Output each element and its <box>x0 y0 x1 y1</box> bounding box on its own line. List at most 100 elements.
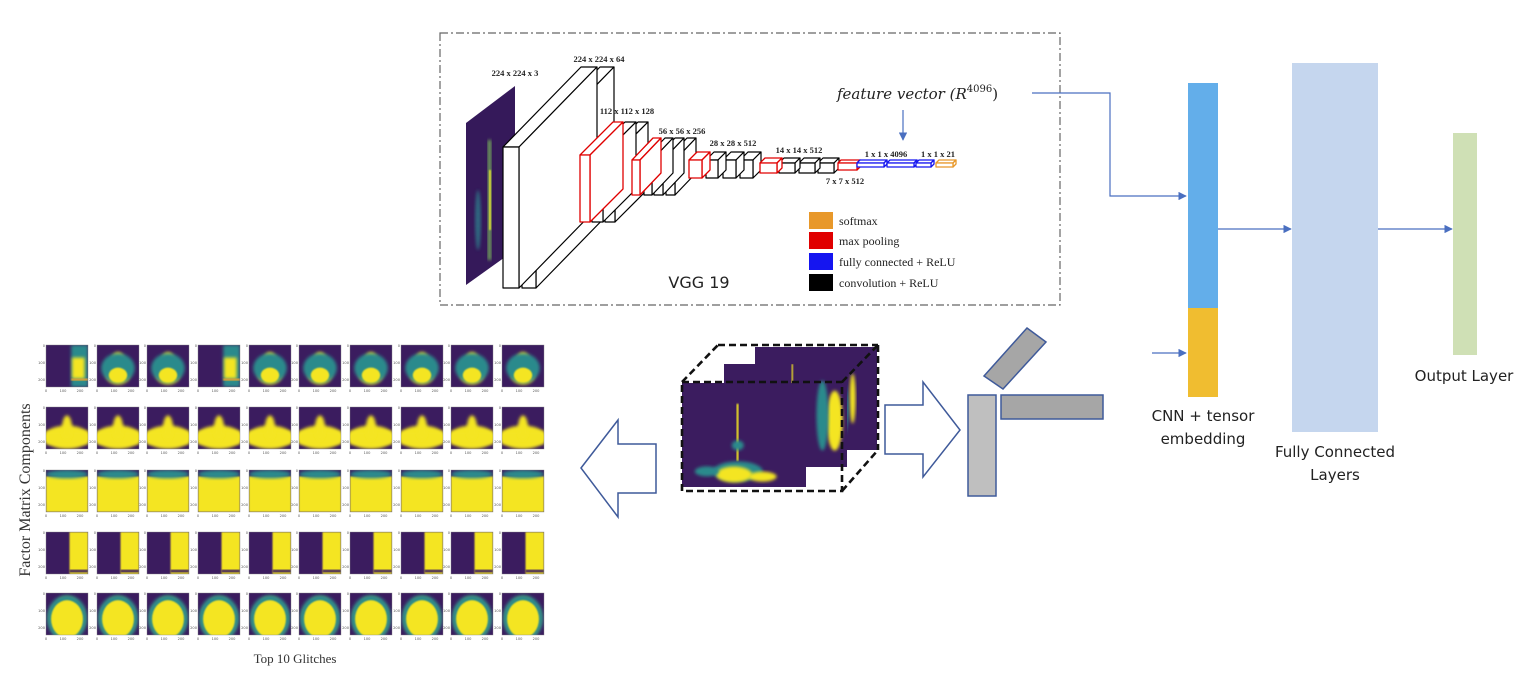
tile-frame <box>197 531 241 575</box>
tile-y-tick: 200 <box>342 565 350 569</box>
tile-frame <box>400 406 444 450</box>
tile-y-tick: 100 <box>38 423 46 427</box>
tile-y-tick: 0 <box>195 469 198 473</box>
legend-swatch <box>809 253 833 270</box>
tile-x-tick: 200 <box>77 637 85 641</box>
spectrogram-content <box>474 532 493 574</box>
tile-x-tick: 0 <box>45 389 48 393</box>
tile-frame <box>450 592 494 636</box>
tile-x-tick: 100 <box>212 576 220 580</box>
tile-x-tick: 200 <box>482 451 490 455</box>
spectrogram-content <box>303 352 337 385</box>
tile-y-tick: 0 <box>195 531 198 535</box>
tile-x-tick: 200 <box>229 389 237 393</box>
max-pool-block-front <box>579 154 591 223</box>
tile-frame <box>96 344 140 388</box>
spectrogram-feature <box>816 380 829 451</box>
tile-frame <box>501 406 545 450</box>
factor-matrix-c <box>982 326 1048 390</box>
fc-relu-block-front <box>886 162 915 168</box>
spectrogram-feature <box>748 471 777 482</box>
tile-frame <box>450 531 494 575</box>
tile-y-tick: 200 <box>393 440 401 444</box>
tile-y-tick: 100 <box>443 423 451 427</box>
tile-y-tick: 200 <box>342 378 350 382</box>
spectrogram-feature <box>69 532 88 574</box>
tile-x-tick: 0 <box>45 514 48 518</box>
embedding-label-line2: embedding <box>1161 430 1246 448</box>
tile-x-tick: 0 <box>45 576 48 580</box>
layer-dim-label: 112 x 112 x 128 <box>600 106 654 116</box>
spectrogram-feature <box>213 415 225 441</box>
tile-frame <box>349 592 393 636</box>
tile-x-tick: 200 <box>178 576 186 580</box>
tile-x-tick: 200 <box>330 514 338 518</box>
conv-relu-block <box>817 157 840 174</box>
tile-x-tick: 200 <box>533 637 541 641</box>
spectrogram-content <box>151 352 185 385</box>
tile-y-tick: 200 <box>139 565 147 569</box>
tile-y-tick: 200 <box>443 440 451 444</box>
spectrogram-content <box>502 470 544 512</box>
tile-x-tick: 100 <box>60 451 68 455</box>
tensor-embedding-segment <box>1188 308 1218 397</box>
spectrogram-content <box>451 415 493 449</box>
fc-relu-block-front <box>915 162 932 168</box>
tile-x-tick: 200 <box>330 576 338 580</box>
spectrogram-content <box>506 352 540 385</box>
spectrogram-feature <box>46 476 88 512</box>
tile-y-tick: 200 <box>38 565 46 569</box>
tile-x-tick: 0 <box>349 576 352 580</box>
input-dim-label: 224 x 224 x 3 <box>492 68 539 78</box>
spectrogram-feature <box>147 593 160 606</box>
spectrogram-content <box>46 593 88 635</box>
tile-x-tick: 200 <box>77 451 85 455</box>
max-pool-block-front <box>759 162 778 174</box>
vgg-panel-border <box>439 32 1061 306</box>
tile-y-tick: 100 <box>139 486 147 490</box>
spectrogram-feature <box>97 470 139 479</box>
tile-y-tick: 100 <box>393 486 401 490</box>
fc-label-line1: Fully Connected <box>1275 443 1395 461</box>
spectrogram-content <box>147 593 189 635</box>
tile-x-tick: 200 <box>178 389 186 393</box>
tile-x-tick: 0 <box>45 451 48 455</box>
tile-y-tick: 100 <box>241 423 249 427</box>
spectrogram-feature <box>162 415 174 441</box>
spectrogram-feature <box>350 470 392 479</box>
tile-x-tick: 0 <box>197 514 200 518</box>
tile-y-tick: 100 <box>393 361 401 365</box>
tile-frame <box>450 469 494 513</box>
tile-x-tick: 100 <box>364 389 372 393</box>
spectrogram-feature <box>373 532 392 574</box>
tile-frame <box>45 469 89 513</box>
tile-x-tick: 0 <box>400 637 403 641</box>
tile-y-tick: 0 <box>499 469 502 473</box>
spectrogram-feature <box>310 367 330 383</box>
spectrogram-feature <box>350 476 392 512</box>
tile-y-tick: 0 <box>347 406 350 410</box>
spectrogram-content <box>147 470 189 512</box>
layer-dim-label: 1 x 1 x 4096 <box>865 149 908 159</box>
tile-x-tick: 200 <box>280 576 288 580</box>
spectrogram-feature <box>502 476 544 512</box>
tile-y-tick: 200 <box>443 503 451 507</box>
legend-label: softmax <box>839 214 878 228</box>
tile-x-tick: 100 <box>313 637 321 641</box>
spectrogram-feature <box>716 466 753 483</box>
tile-x-tick: 100 <box>161 514 169 518</box>
spectrogram-content <box>451 470 493 512</box>
tile-x-tick: 100 <box>516 637 524 641</box>
